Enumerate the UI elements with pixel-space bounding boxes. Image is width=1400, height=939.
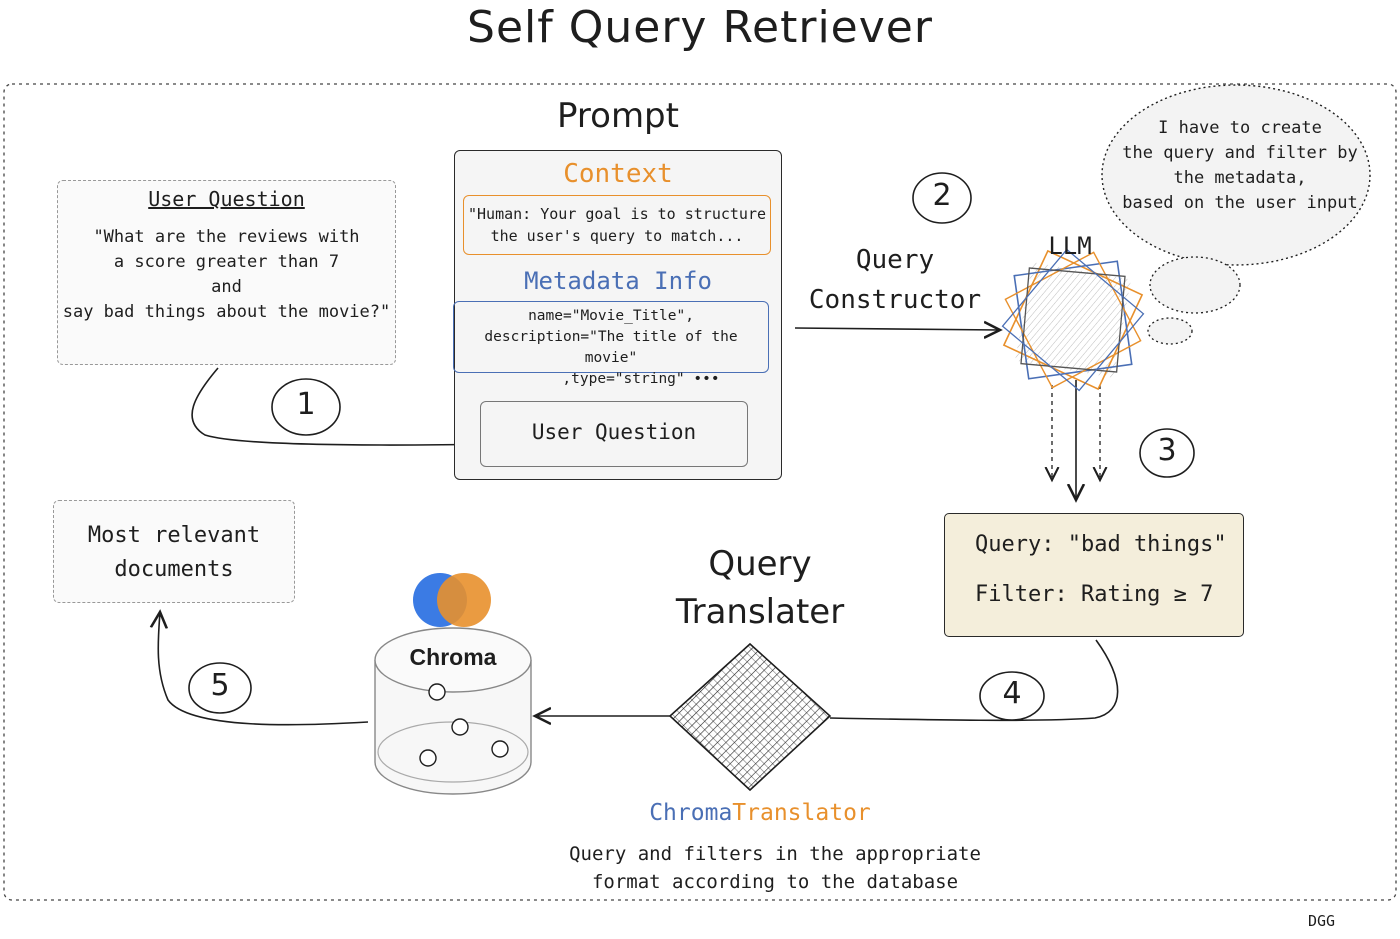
thought-bubble-small	[1147, 317, 1193, 345]
query-constructor-line: Query	[855, 245, 935, 275]
prompt-user-question-box: User Question	[480, 401, 748, 467]
query-translater-line: Query	[708, 544, 812, 584]
translator-caption-line: format according to the database	[591, 871, 959, 893]
most-relevant-line: documents	[114, 557, 234, 582]
result-query-line: Query: "bad things"	[975, 532, 1227, 557]
signature: DGG	[1308, 912, 1336, 930]
translator-diamond	[668, 642, 832, 792]
translator-caption: Query and filters in the appropriate for…	[540, 840, 1010, 896]
most-relevant-line: Most relevant	[87, 523, 261, 548]
step-number-3: 3	[1157, 433, 1177, 468]
metadata-label: Metadata Info	[524, 267, 712, 295]
chroma-logo-orange	[437, 573, 491, 627]
step-number-4: 4	[1002, 676, 1022, 711]
step-circle-5	[188, 662, 252, 714]
step-circle-4	[979, 671, 1045, 721]
user-question-line: say bad things about the movie?"	[62, 302, 391, 322]
chroma-translator-label: ChromaTranslator	[600, 800, 920, 826]
thought-line: based on the user input	[1122, 193, 1358, 213]
thought-line: the metadata,	[1173, 168, 1307, 188]
step-circle-2	[912, 172, 972, 224]
context-label: Context	[563, 159, 673, 189]
diagram-title: Self Query Retriever	[467, 2, 933, 53]
step-number-5: 5	[210, 668, 230, 703]
metadata-line: ,type="string" •••	[562, 371, 720, 387]
context-line: the user's query to match...	[490, 227, 744, 245]
prompt-user-question-label: User Question	[531, 420, 697, 444]
result-filter-line: Filter: Rating ≥ 7	[975, 582, 1214, 607]
step-circle-1	[271, 378, 341, 436]
query-translater-label: Query Translater	[630, 540, 890, 636]
metadata-line: name="Movie_Title",	[528, 308, 694, 324]
user-question-heading: User Question	[148, 187, 305, 211]
query-constructor-label: Query Constructor	[790, 240, 1000, 320]
thought-bubble	[1101, 84, 1371, 266]
llm-label: LLM	[1048, 232, 1092, 260]
context-box: "Human: Your goal is to structure the us…	[463, 195, 771, 255]
arrow-step-5	[158, 612, 369, 726]
thought-text: I have to create the query and filter by…	[1110, 116, 1370, 216]
llm-icon	[1001, 248, 1145, 392]
arrow-step-4	[829, 639, 1119, 722]
arrow-step-1	[191, 367, 500, 445]
step-circle-3	[1139, 428, 1195, 478]
query-result-box: Query: "bad things" Filter: Rating ≥ 7	[944, 513, 1244, 637]
chroma-translator-part2: Translator	[732, 800, 871, 826]
step-number-1: 1	[296, 387, 316, 422]
user-question-box: User Question "What are the reviews with…	[57, 180, 396, 365]
thought-line: I have to create	[1158, 118, 1322, 138]
metadata-box: name="Movie_Title", description="The tit…	[453, 301, 769, 387]
thought-line: the query and filter by	[1122, 143, 1358, 163]
user-question-line: and	[211, 277, 242, 297]
user-question-line: "What are the reviews with	[93, 227, 360, 247]
outer-frame	[3, 83, 1397, 901]
context-line: "Human: Your goal is to structure	[467, 205, 766, 223]
chroma-label: Chroma	[409, 644, 497, 670]
prompt-heading: Prompt	[557, 96, 679, 136]
most-relevant-box: Most relevant documents	[53, 500, 295, 603]
query-constructor-line: Constructor	[808, 285, 982, 315]
user-question-line: a score greater than 7	[113, 252, 340, 272]
chroma-database-icon	[374, 627, 532, 795]
chroma-translator-part1: Chroma	[649, 800, 733, 826]
arrow-step-2	[794, 328, 1000, 330]
step-number-2: 2	[932, 178, 952, 213]
query-translater-line: Translater	[675, 592, 845, 632]
translator-caption-line: Query and filters in the appropriate	[569, 843, 981, 865]
metadata-line: description="The title of the movie"	[484, 329, 738, 366]
thought-bubble-mid	[1149, 256, 1241, 314]
prompt-card: Context "Human: Your goal is to structur…	[453, 150, 782, 480]
